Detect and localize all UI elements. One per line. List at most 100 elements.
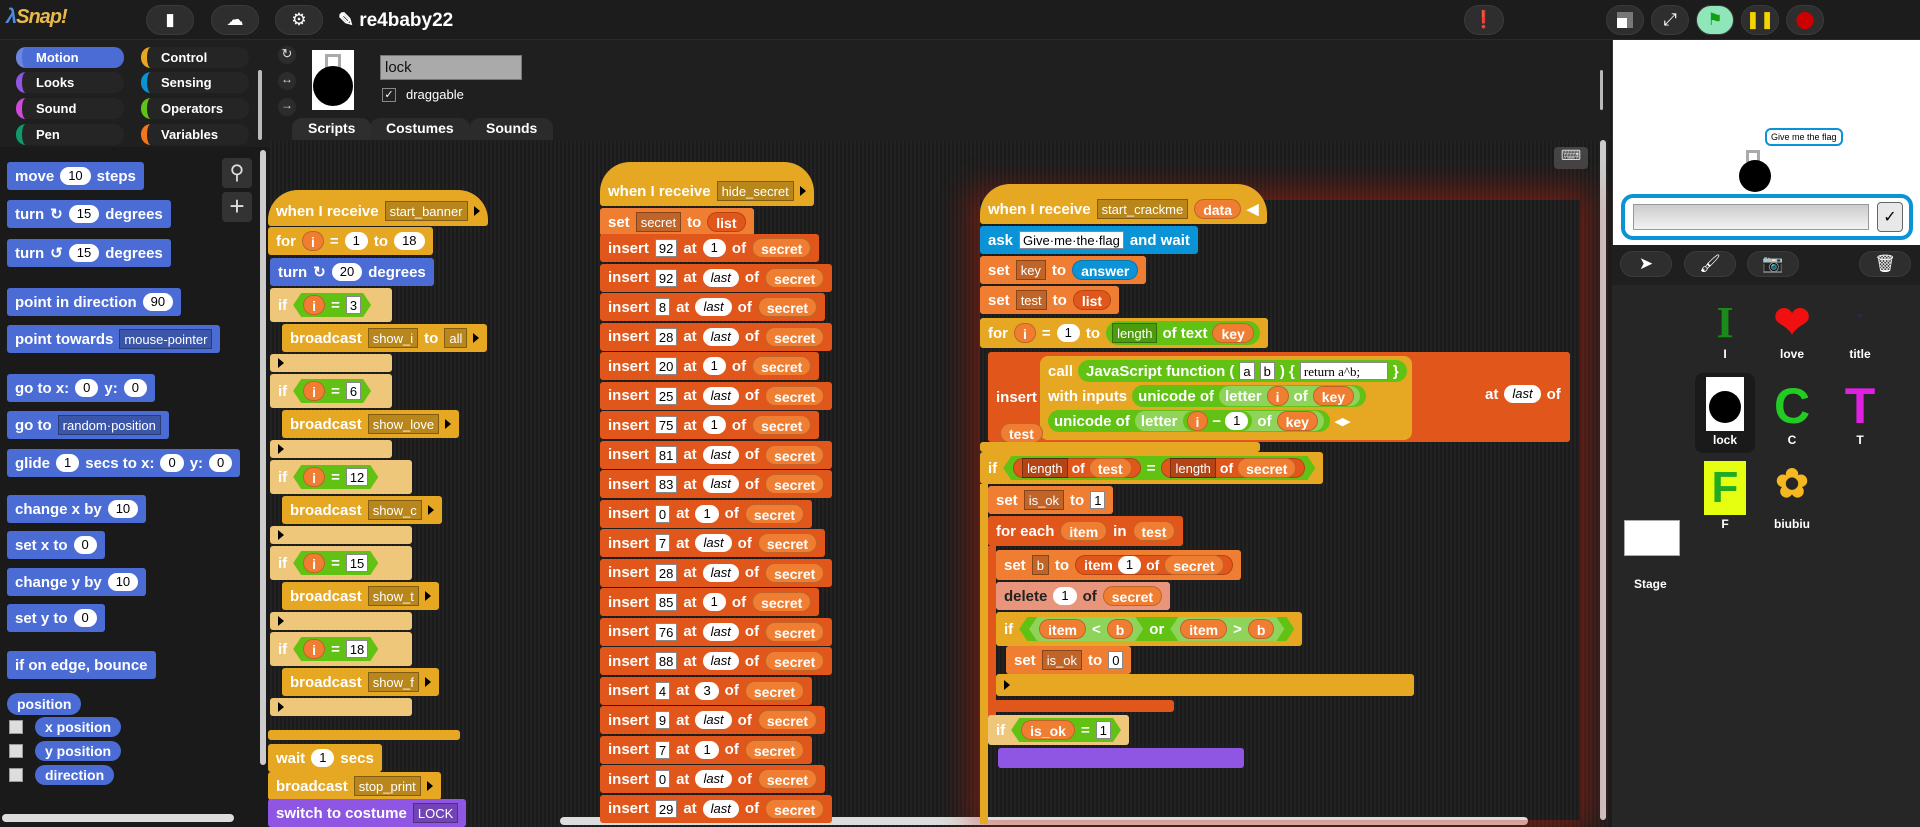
index-dropdown[interactable]: last [1504,385,1541,403]
length-dropdown[interactable]: length [1022,458,1067,478]
steps-input[interactable]: 10 [60,167,91,185]
target-dropdown[interactable]: all [444,328,468,348]
camera-sprite-button[interactable]: 📷 [1747,251,1799,277]
value-input[interactable]: 75 [654,416,678,434]
direction-checkbox[interactable] [9,768,23,782]
reporter-y-position[interactable]: y position [35,741,122,761]
index-dropdown[interactable]: last [695,298,732,316]
rotation-style-none[interactable]: → [278,98,296,116]
snap-logo[interactable]: λSnap! [6,6,68,28]
sprite-name-input[interactable]: lock [380,55,522,80]
index-dropdown[interactable]: 1 [695,740,719,759]
visible-stepping-button[interactable]: ❗ [1464,5,1504,35]
scripts-vscrollbar[interactable] [1600,140,1606,820]
value-input[interactable]: 81 [654,445,678,464]
var-test[interactable]: test [1132,521,1176,541]
sprite-love[interactable]: ❤love [1762,297,1822,361]
var-secret[interactable]: secret [757,710,818,730]
stage-size-button[interactable] [1606,5,1644,35]
x-input[interactable]: 0 [75,379,99,397]
equals-predicate[interactable]: is_ok=1 [1011,718,1121,742]
var-key[interactable]: key [1312,386,1355,406]
param-b[interactable]: b [1259,362,1275,380]
rotation-style-rotate[interactable]: ↻ [278,46,296,64]
reporter-position[interactable]: position [7,693,82,715]
index-dropdown[interactable]: last [702,475,739,493]
var-secret[interactable]: secret [744,503,805,524]
value-input[interactable]: 0 [654,504,671,523]
position-dropdown[interactable]: random·position [57,415,161,435]
value-input[interactable]: 0 [1108,651,1124,669]
var-secret[interactable]: secret [765,562,825,583]
message-dropdown[interactable]: show_love [367,414,440,434]
var-secret[interactable]: secret [765,651,825,671]
var-secret[interactable]: secret [744,739,805,760]
var-test[interactable]: test [1000,423,1043,443]
value-input[interactable]: 3 [346,296,361,314]
tab-sounds[interactable]: Sounds [470,118,554,140]
var-secret[interactable]: secret [1164,555,1224,575]
value-input[interactable]: 25 [654,386,678,405]
var-item[interactable]: item [1180,619,1227,639]
less-than-predicate[interactable]: item<b [1029,617,1143,641]
index-dropdown[interactable]: last [695,534,732,552]
var-i[interactable]: i [303,295,325,315]
var-secret[interactable]: secret [765,326,825,347]
variable-dropdown[interactable]: is_ok [1023,490,1065,510]
category-sensing[interactable]: Sensing [141,72,249,93]
variable-dropdown[interactable]: test [1015,290,1047,310]
draggable-checkbox[interactable]: ✓ [382,88,396,102]
variadic-arrows-icon[interactable]: ◂▸ [1334,413,1350,430]
secs-input[interactable]: 1 [311,749,335,767]
var-secret[interactable]: secret [765,621,825,642]
category-motion[interactable]: Motion [16,47,124,68]
var-item[interactable]: item [1039,619,1086,639]
keyboard-entry-button[interactable]: ⌨ [1554,147,1588,169]
to-input[interactable]: 18 [394,232,425,250]
var-i[interactable]: i [303,381,325,401]
index-dropdown[interactable]: 1 [702,416,726,434]
var-secret[interactable]: secret [765,444,825,465]
value-input[interactable]: 6 [346,382,361,400]
category-control[interactable]: Control [141,47,249,68]
value-input[interactable]: 9 [654,711,671,729]
variable-dropdown[interactable]: is_ok [1041,650,1083,670]
value-input[interactable]: 28 [654,327,678,346]
fullscreen-button[interactable]: ⤢ [1651,5,1689,35]
param-data[interactable]: data [1194,199,1241,219]
variable-dropdown[interactable]: b [1031,555,1049,575]
value-input[interactable]: 85 [654,593,678,611]
value-input[interactable]: 92 [654,268,678,287]
lock-sprite[interactable] [1739,160,1771,192]
message-dropdown[interactable]: hide_secret [716,181,794,201]
message-dropdown[interactable]: start_crackme [1096,199,1189,219]
x-input[interactable]: 0 [73,536,97,554]
var-key[interactable]: key [1212,323,1254,343]
value-input[interactable]: 1 [1090,491,1106,509]
degrees-input[interactable]: 15 [68,244,100,262]
